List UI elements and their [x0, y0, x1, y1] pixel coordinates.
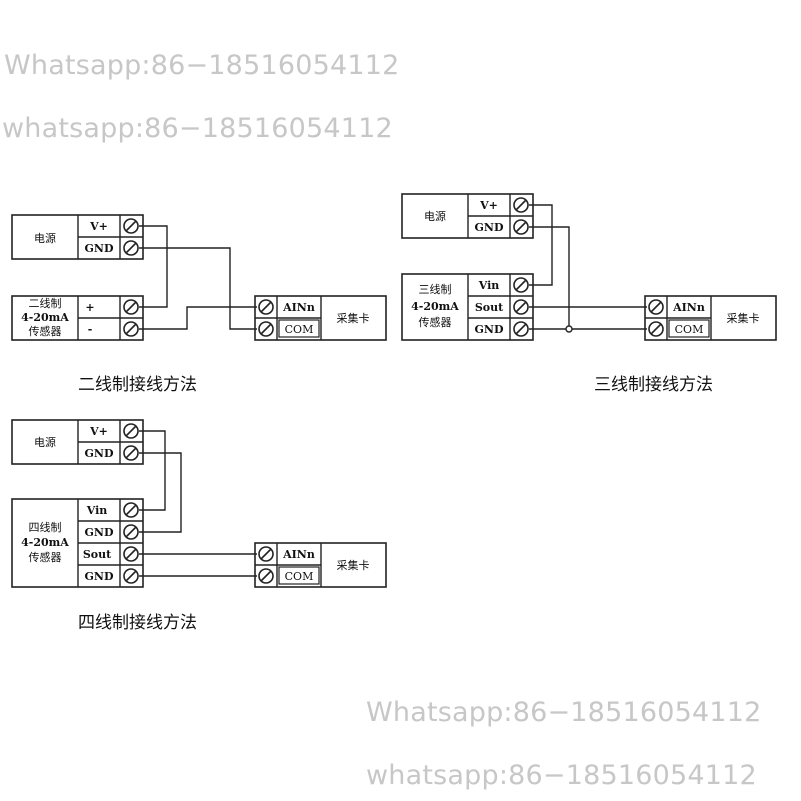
screw-terminal-icon	[123, 321, 139, 337]
two-wire-connections	[139, 225, 257, 330]
screw-terminal-icon	[513, 321, 529, 337]
screw-terminal-icon	[513, 277, 529, 293]
screw-terminal-icon	[123, 568, 139, 584]
screw-terminal-icon	[123, 218, 139, 234]
screw-terminal-icon	[258, 299, 274, 315]
junction-dot-icon	[565, 325, 573, 333]
power-label: 电源	[34, 435, 56, 449]
screw-terminal-icon	[123, 299, 139, 315]
screw-terminal-icon	[123, 524, 139, 540]
terminal-label: GND	[85, 447, 114, 460]
terminal-label: AINn	[282, 548, 315, 561]
screw-terminal-icon	[123, 445, 139, 461]
sensor-box: 四线制 4-20mA 传感器 Vin GND Sout GND	[11, 498, 144, 588]
terminal-label: COM	[285, 323, 314, 336]
three-wire-connections	[529, 204, 647, 333]
sensor-box: 三线制 4-20mA 传感器 Vin Sout GND	[401, 273, 534, 341]
watermark-text: Whatsapp:86−18516054112	[366, 697, 762, 728]
power-label: 电源	[424, 209, 446, 223]
screw-terminal-icon	[513, 299, 529, 315]
power-label: 电源	[34, 231, 56, 245]
screw-terminal-icon	[258, 568, 274, 584]
terminal-label: GND	[85, 242, 114, 255]
screw-terminal-icon	[258, 321, 274, 337]
terminal-label: Vin	[478, 279, 500, 292]
screw-terminal-icon	[123, 502, 139, 518]
terminal-label: AINn	[282, 301, 315, 314]
sensor-label-line: 传感器	[419, 316, 452, 329]
screw-terminal-icon	[123, 546, 139, 562]
two-wire-diagram: 电源 V+ GND 二线制 4-20mA 传感器 + - AINn	[11, 214, 387, 395]
terminal-label: GND	[85, 570, 114, 583]
terminal-label: V+	[89, 425, 108, 438]
sensor-label-line: 4-20mA	[21, 311, 69, 324]
power-supply-box: 电源 V+ GND	[11, 419, 144, 465]
watermark-text: whatsapp:86−18516054112	[366, 760, 757, 791]
terminal-label: GND	[85, 526, 114, 539]
terminal-label: COM	[675, 323, 704, 336]
four-wire-connections	[139, 430, 257, 577]
four-wire-diagram: 电源 V+ GND 四线制 4-20mA 传感器 Vin GND Sout GN…	[11, 419, 387, 633]
caption-four-wire: 四线制接线方法	[78, 613, 197, 633]
caption-two-wire: 二线制接线方法	[78, 375, 197, 395]
caption-three-wire: 三线制接线方法	[594, 375, 713, 395]
terminal-label: GND	[475, 323, 504, 336]
daq-card-box: AINn COM 采集卡	[254, 542, 387, 588]
sensor-label-line: 传感器	[29, 325, 62, 338]
screw-terminal-icon	[123, 423, 139, 439]
daq-card-box: AINn COM 采集卡	[254, 295, 387, 341]
daq-label: 采集卡	[727, 311, 760, 325]
terminal-label: Sout	[83, 548, 112, 561]
power-supply-box: 电源 V+ GND	[11, 214, 144, 260]
terminal-label: V+	[479, 199, 498, 212]
sensor-label-line: 4-20mA	[411, 300, 459, 313]
screw-terminal-icon	[648, 299, 664, 315]
terminal-label: COM	[285, 570, 314, 583]
screw-terminal-icon	[258, 546, 274, 562]
daq-label: 采集卡	[337, 558, 370, 572]
watermark-text: Whatsapp:86−18516054112	[4, 50, 400, 81]
terminal-label: -	[88, 323, 93, 336]
screw-terminal-icon	[648, 321, 664, 337]
sensor-label-line: 4-20mA	[21, 536, 69, 549]
daq-label: 采集卡	[337, 311, 370, 325]
terminal-label: V+	[89, 220, 108, 233]
power-supply-box: 电源 V+ GND	[401, 193, 534, 239]
daq-card-box: AINn COM 采集卡	[644, 295, 777, 341]
sensor-label-line: 四线制	[29, 520, 62, 534]
screw-terminal-icon	[123, 240, 139, 256]
terminal-label: Sout	[475, 301, 504, 314]
three-wire-diagram: 电源 V+ GND 三线制 4-20mA 传感器 Vin Sout GND	[401, 193, 777, 395]
sensor-label-line: 传感器	[29, 551, 62, 564]
terminal-label: AINn	[672, 301, 705, 314]
screw-terminal-icon	[513, 219, 529, 235]
sensor-box: 二线制 4-20mA 传感器 + -	[11, 295, 144, 341]
terminal-label: GND	[475, 221, 504, 234]
sensor-label-line: 二线制	[29, 296, 62, 310]
terminal-label: +	[85, 301, 94, 314]
watermark-text: whatsapp:86−18516054112	[2, 113, 393, 144]
screw-terminal-icon	[513, 197, 529, 213]
sensor-label-line: 三线制	[419, 282, 452, 296]
terminal-label: Vin	[86, 504, 108, 517]
